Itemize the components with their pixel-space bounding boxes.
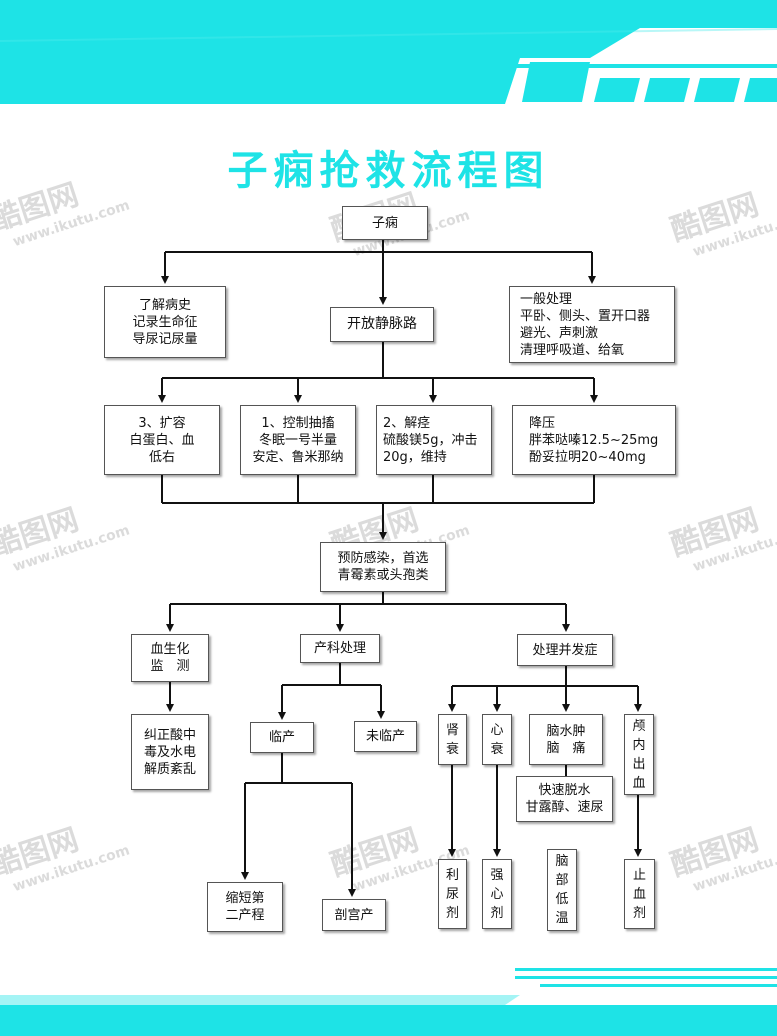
node-cardiotonic: 强 心 剂 <box>482 859 512 929</box>
node-acidosis: 纠正酸中 毒及水电 解质紊乱 <box>131 714 209 790</box>
node-intracranial-hemorrhage: 颅 内 出 血 <box>624 714 654 795</box>
node-eclampsia: 子痫 <box>342 206 428 240</box>
node-diuretic: 利 尿 剂 <box>438 859 467 929</box>
node-biochem: 血生化 监 测 <box>131 634 209 682</box>
node-antispasm: 2、解痉 硫酸镁5g，冲击 20g，维持 <box>376 405 492 475</box>
node-anticonvulsant: 1、控制抽搐 冬眠一号半量 安定、鲁米那纳 <box>240 405 356 475</box>
node-not-in-labor: 未临产 <box>354 721 417 752</box>
node-dehydration: 快速脱水 甘露醇、速尿 <box>516 776 613 822</box>
node-heart-failure: 心 衰 <box>482 714 512 765</box>
node-renal-failure: 肾 衰 <box>438 714 467 765</box>
node-history: 了解病史 记录生命征 导尿记尿量 <box>104 286 226 358</box>
node-bp-control: 降压 胖苯哒嗪12.5~25mg 酚妥拉明20~40mg <box>512 405 676 475</box>
node-iv-access: 开放静脉路 <box>330 307 434 342</box>
node-complications: 处理并发症 <box>517 634 613 666</box>
node-hemostatic: 止 血 剂 <box>624 859 655 929</box>
node-infection-prevention: 预防感染，首选 青霉素或头孢类 <box>320 542 446 592</box>
node-volume-expansion: 3、扩容 白蛋白、血 低右 <box>104 405 220 475</box>
node-shorten-labor: 缩短第 二产程 <box>207 882 283 932</box>
node-in-labor: 临产 <box>250 722 314 753</box>
node-brain-edema: 脑水肿 脑 痛 <box>529 714 603 765</box>
node-brain-hypothermia: 脑 部 低 温 <box>547 849 577 931</box>
node-cesarean: 剖宫产 <box>322 899 386 931</box>
node-obstetric: 产科处理 <box>300 634 380 663</box>
node-general-care: 一般处理 平卧、侧头、置开口器 避光、声刺激 清理呼吸道、给氧 <box>509 286 675 363</box>
page-title: 子痫抢救流程图 <box>227 148 550 194</box>
